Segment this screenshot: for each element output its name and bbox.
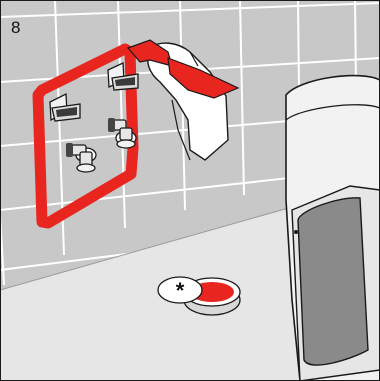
tin-label: * — [176, 278, 185, 303]
step-number: 8 — [11, 18, 20, 38]
toilet-icon — [286, 76, 380, 381]
